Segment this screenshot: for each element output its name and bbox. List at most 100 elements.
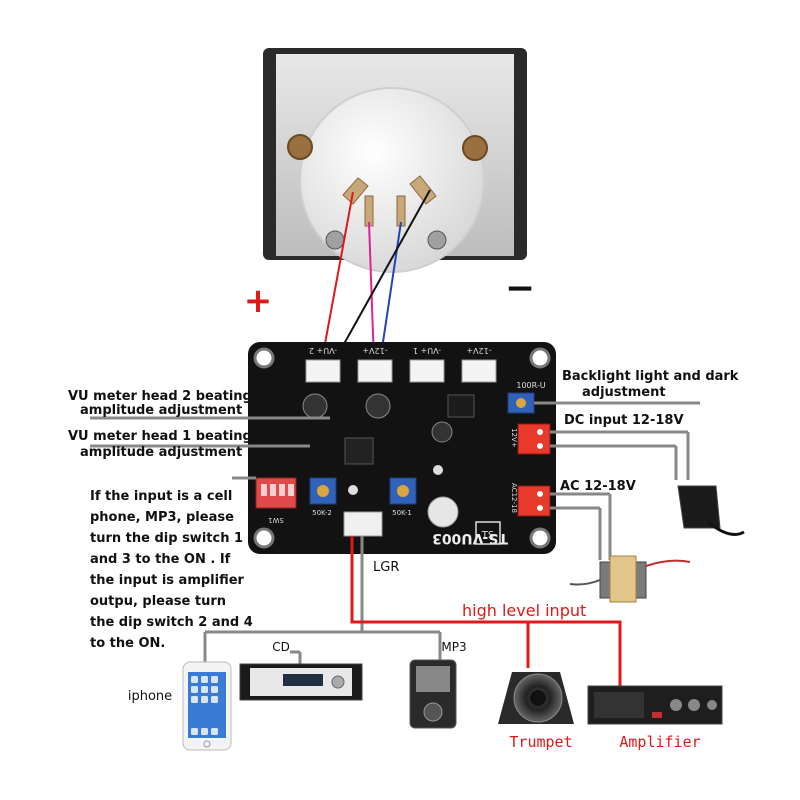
ac-input-terminal[interactable] xyxy=(517,485,551,517)
dc-adapter-device xyxy=(677,485,745,536)
lgr-label: LGR xyxy=(373,560,399,575)
vu1-label-1: VU meter head 1 beating xyxy=(68,429,252,444)
meter-terminal-3 xyxy=(396,195,406,227)
vu1-label-2: amplitude adjustment xyxy=(80,445,242,460)
ac-screw-1 xyxy=(537,491,543,497)
meter-terminal-1 xyxy=(342,177,369,205)
capacitor-3 xyxy=(431,421,453,443)
audio-input-connector[interactable] xyxy=(343,511,383,537)
vu-meter-head xyxy=(263,48,527,273)
dip-label: SW1 xyxy=(268,516,284,524)
mount-hole-tl xyxy=(253,347,275,369)
pot-50k-1-knob[interactable] xyxy=(397,485,409,497)
cd-player-device xyxy=(239,663,363,701)
blue-wire xyxy=(379,221,402,363)
plus-sign: + xyxy=(244,281,273,321)
pcb-board: -VU+ 2 -12V+ -VU+ 1 -12V+ 50K-2 50K-1 10… xyxy=(248,342,556,554)
label-vu1: -VU+ 1 xyxy=(413,346,441,355)
dip-note-line-6: outpu, please turn xyxy=(90,594,226,609)
dc-screw-1 xyxy=(537,429,543,435)
ts-logo-box xyxy=(475,521,501,545)
label-12v-a: -12V+ xyxy=(362,346,387,355)
dip-toggle-4[interactable] xyxy=(288,484,294,496)
ac-screw-2 xyxy=(537,505,543,511)
pot-label-1: 50K-1 xyxy=(392,509,412,517)
meter-wires xyxy=(321,189,431,363)
red-wire xyxy=(321,191,354,361)
mount-hole-tr xyxy=(529,347,551,369)
capacitor-large xyxy=(427,496,459,528)
dip-note-line-5: the input is amplifier xyxy=(90,573,245,588)
audio-wiring xyxy=(203,536,622,686)
dc-screw-2 xyxy=(537,443,543,449)
dip-toggle-2[interactable] xyxy=(270,484,276,496)
ac-input-label: AC 12-18V xyxy=(560,479,636,494)
capacitor-1 xyxy=(302,393,328,419)
ic-chip-2 xyxy=(447,394,475,418)
amp-knob-2 xyxy=(688,699,700,711)
vu2-label-2: amplitude adjustment xyxy=(80,403,242,418)
meter-screw-left xyxy=(325,230,345,250)
ts-logo: TS xyxy=(481,530,494,541)
pot-label-2: 50K-2 xyxy=(312,509,332,517)
mount-hole-br xyxy=(529,527,551,549)
dip-note-line-4: and 3 to the ON . If xyxy=(90,552,231,567)
label-12v-b: -12V+ xyxy=(466,346,491,355)
amplifier-label: Amplifier xyxy=(619,733,700,751)
transformer-device xyxy=(569,555,691,603)
ic-chip xyxy=(344,437,374,465)
meter-bolt-right xyxy=(462,135,488,161)
iphone-device xyxy=(182,661,232,751)
high-level-trumpet-wire xyxy=(350,536,530,668)
cd-display xyxy=(283,674,323,686)
high-level-label: high level input xyxy=(462,601,586,620)
adapter-cable xyxy=(707,520,745,536)
high-level-amp-wire xyxy=(528,620,622,686)
connector-vu1 xyxy=(409,359,445,383)
black-wire xyxy=(334,189,431,361)
dip-note-line-2: phone, MP3, please xyxy=(90,510,234,525)
dc-input-label: DC input 12-18V xyxy=(564,413,684,428)
leader-lines xyxy=(90,401,700,560)
led-1 xyxy=(348,485,358,495)
pot-50k-2-knob[interactable] xyxy=(317,485,329,497)
meter-terminal-2 xyxy=(364,195,374,227)
connector-12v-a xyxy=(357,359,393,383)
dip-toggle-3[interactable] xyxy=(279,484,285,496)
mount-hole-bl xyxy=(253,527,275,549)
dip-note-line-3: turn the dip switch 1 xyxy=(90,531,243,546)
capacitor-2 xyxy=(365,393,391,419)
adapter-body xyxy=(677,485,721,529)
dip-toggle-1[interactable] xyxy=(261,484,267,496)
led-2 xyxy=(433,465,443,475)
trumpet-label: Trumpet xyxy=(509,733,572,751)
amp-knob-3 xyxy=(707,700,717,710)
amp-panel-left xyxy=(594,692,644,718)
meter-terminal-4 xyxy=(409,175,437,205)
backlight-trim-knob[interactable] xyxy=(516,398,526,408)
iphone-label: iphone xyxy=(128,689,172,704)
minus-sign: − xyxy=(505,268,535,309)
backlight-label-2: adjustment xyxy=(582,385,666,400)
vu2-label-1: VU meter head 2 beating xyxy=(68,389,252,404)
connector-vu2 xyxy=(305,359,341,383)
cd-label: CD xyxy=(272,640,290,654)
trim-label: 100R-U xyxy=(516,381,545,390)
dc-side-label: 12V+ xyxy=(510,428,518,448)
board-model: TS-VU003 xyxy=(432,530,508,546)
pink-wire xyxy=(368,221,375,363)
ac-side-label: AC12-18 xyxy=(510,483,518,513)
dc-input-terminal[interactable] xyxy=(517,423,551,455)
backlight-label-1: Backlight light and dark xyxy=(562,369,739,384)
amp-indicator xyxy=(652,712,662,718)
transformer-coil xyxy=(609,555,637,603)
connector-12v-b xyxy=(461,359,497,383)
dip-note-line-8: to the ON. xyxy=(90,636,165,651)
label-vu2: -VU+ 2 xyxy=(309,346,337,355)
transformer-lead xyxy=(569,579,601,586)
dip-note-line-1: If the input is a cell xyxy=(90,489,232,504)
mp3-label: MP3 xyxy=(441,640,466,654)
meter-screw-right xyxy=(427,230,447,250)
transformer-lead-red xyxy=(645,559,691,567)
